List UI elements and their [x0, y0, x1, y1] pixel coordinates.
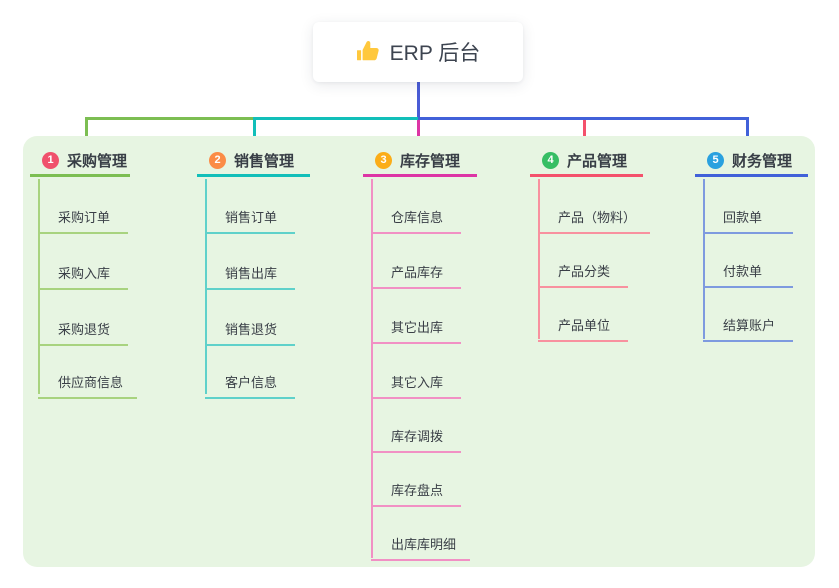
child-node[interactable]: 销售退货 — [205, 319, 295, 346]
branch5-child-connector — [703, 179, 705, 339]
branch4-child-connector — [538, 179, 540, 339]
child-node[interactable]: 其它出库 — [371, 317, 461, 344]
branch1-drop-line — [85, 117, 88, 144]
branch4-number-badge: 4 — [542, 152, 559, 169]
branch5-label: 财务管理 — [732, 153, 793, 170]
branch3-number-badge: 3 — [375, 152, 392, 169]
branch-header-purchase[interactable]: 1 采购管理 — [30, 147, 130, 177]
top-connector-blue — [418, 117, 749, 120]
thumbs-up-icon — [356, 40, 380, 64]
child-node[interactable]: 仓库信息 — [371, 207, 461, 234]
child-node[interactable]: 销售订单 — [205, 207, 295, 234]
branch2-child-connector — [205, 179, 207, 394]
top-connector-teal — [253, 117, 418, 120]
branch4-drop-line — [583, 120, 586, 144]
child-node[interactable]: 采购订单 — [38, 207, 128, 234]
branch5-number-badge: 5 — [707, 152, 724, 169]
branch2-label: 销售管理 — [234, 153, 295, 170]
child-node[interactable]: 产品分类 — [538, 261, 628, 288]
branch2-drop-line — [253, 117, 256, 144]
child-node[interactable]: 产品库存 — [371, 262, 461, 289]
branch5-drop-line — [746, 117, 749, 144]
child-node[interactable]: 结算账户 — [703, 315, 793, 342]
branch4-label: 产品管理 — [567, 153, 628, 170]
child-node[interactable]: 其它入库 — [371, 372, 461, 399]
branch1-label: 采购管理 — [67, 153, 128, 170]
top-connector-green — [85, 117, 253, 120]
branch1-number-badge: 1 — [42, 152, 59, 169]
root-node-label: ERP 后台 — [389, 42, 481, 65]
child-node[interactable]: 销售出库 — [205, 263, 295, 290]
branch-header-finance[interactable]: 5 财务管理 — [695, 147, 808, 177]
mindmap-panel — [23, 136, 815, 567]
branch3-child-connector — [371, 179, 373, 558]
root-node-erp[interactable]: ERP 后台 — [313, 22, 523, 82]
child-node[interactable]: 采购入库 — [38, 263, 128, 290]
child-node[interactable]: 供应商信息 — [38, 372, 138, 399]
branch2-number-badge: 2 — [209, 152, 226, 169]
child-node[interactable]: 客户信息 — [205, 372, 295, 399]
branch3-drop-line — [417, 120, 420, 144]
root-connector-line — [417, 82, 420, 120]
child-node[interactable]: 采购退货 — [38, 319, 128, 346]
child-node[interactable]: 付款单 — [703, 261, 793, 288]
branch3-label: 库存管理 — [400, 153, 461, 170]
child-node[interactable]: 库存盘点 — [371, 480, 461, 507]
child-node[interactable]: 产品单位 — [538, 315, 628, 342]
child-node[interactable]: 库存调拨 — [371, 426, 461, 453]
child-node[interactable]: 出库库明细 — [371, 534, 471, 561]
branch-header-product[interactable]: 4 产品管理 — [530, 147, 643, 177]
child-node[interactable]: 回款单 — [703, 207, 793, 234]
child-node[interactable]: 产品（物料） — [538, 207, 651, 234]
branch-header-sales[interactable]: 2 销售管理 — [197, 147, 310, 177]
branch1-child-connector — [38, 179, 40, 394]
branch-header-inventory[interactable]: 3 库存管理 — [363, 147, 477, 177]
